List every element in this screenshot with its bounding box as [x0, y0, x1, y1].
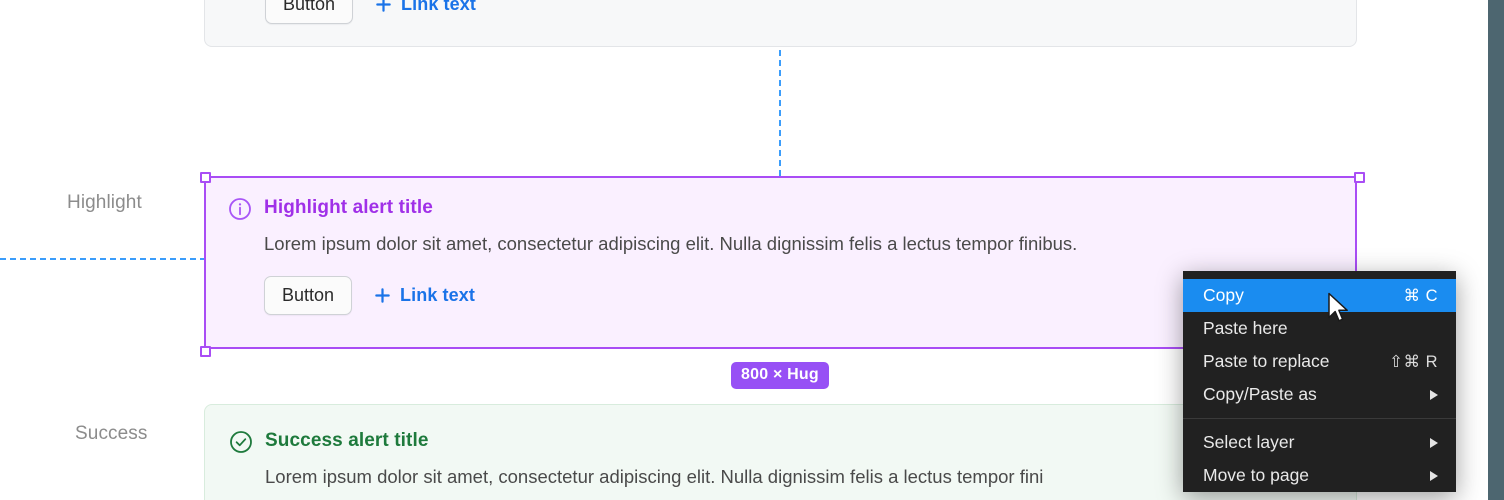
context-menu-item-label: Select layer: [1203, 432, 1295, 452]
right-edge-strip: [1488, 0, 1504, 500]
alert-card-neutral[interactable]: Lorem ipsum dolor sit amet, consectetur …: [204, 0, 1357, 47]
alert-actions-highlight: Button Link text: [264, 276, 1333, 315]
context-menu-item-shortcut: ⌘ C: [1403, 286, 1438, 305]
link-highlight[interactable]: Link text: [374, 285, 475, 306]
context-menu-item-paste-here[interactable]: Paste here: [1183, 312, 1456, 345]
submenu-arrow-icon: [1430, 389, 1438, 400]
button-neutral[interactable]: Button: [265, 0, 354, 24]
alert-actions-neutral: Button Link text: [265, 0, 1332, 24]
submenu-arrow-icon: [1430, 437, 1438, 448]
context-menu-item-copy[interactable]: Copy ⌘ C: [1183, 279, 1456, 312]
alert-card-highlight[interactable]: Highlight alert title Lorem ipsum dolor …: [204, 176, 1357, 349]
row-label-highlight: Highlight: [67, 192, 142, 213]
vertical-alignment-guide: [779, 0, 781, 176]
submenu-arrow-icon: [1430, 470, 1438, 481]
info-circle-icon: [228, 197, 252, 221]
context-menu-separator: [1183, 418, 1456, 419]
context-menu-item-label: Move to page: [1203, 465, 1310, 485]
alert-title-highlight: Highlight alert title: [264, 197, 433, 218]
size-badge: 800 × Hug: [731, 362, 829, 389]
context-menu-item-label: Paste to replace: [1203, 351, 1330, 371]
context-menu-item-shortcut: ⇧⌘ R: [1389, 352, 1438, 371]
context-menu-item-move-to-page[interactable]: Move to page: [1183, 459, 1456, 492]
context-menu-item-select-layer[interactable]: Select layer: [1183, 426, 1456, 459]
context-menu-item-label: Copy: [1203, 285, 1244, 305]
link-neutral[interactable]: Link text: [375, 0, 476, 15]
context-menu-item-paste-to-replace[interactable]: Paste to replace ⇧⌘ R: [1183, 345, 1456, 378]
check-circle-icon: [229, 430, 253, 454]
plus-icon: [375, 288, 390, 303]
horizontal-alignment-guide: [0, 258, 206, 260]
plus-icon: [376, 0, 391, 12]
context-menu-item-label: Paste here: [1203, 318, 1288, 338]
row-label-success: Success: [75, 423, 148, 444]
alert-title-success: Success alert title: [265, 430, 429, 451]
alert-body-success: Lorem ipsum dolor sit amet, consectetur …: [265, 466, 1044, 487]
alert-card-success[interactable]: Success alert title Lorem ipsum dolor si…: [204, 404, 1357, 500]
context-menu-item-label: Copy/Paste as: [1203, 384, 1317, 404]
context-menu-item-copy-paste-as[interactable]: Copy/Paste as: [1183, 378, 1456, 411]
alert-body-highlight: Lorem ipsum dolor sit amet, consectetur …: [264, 233, 1078, 254]
button-highlight[interactable]: Button: [264, 276, 353, 315]
link-label-highlight: Link text: [400, 285, 475, 305]
link-label-neutral: Link text: [401, 0, 476, 14]
